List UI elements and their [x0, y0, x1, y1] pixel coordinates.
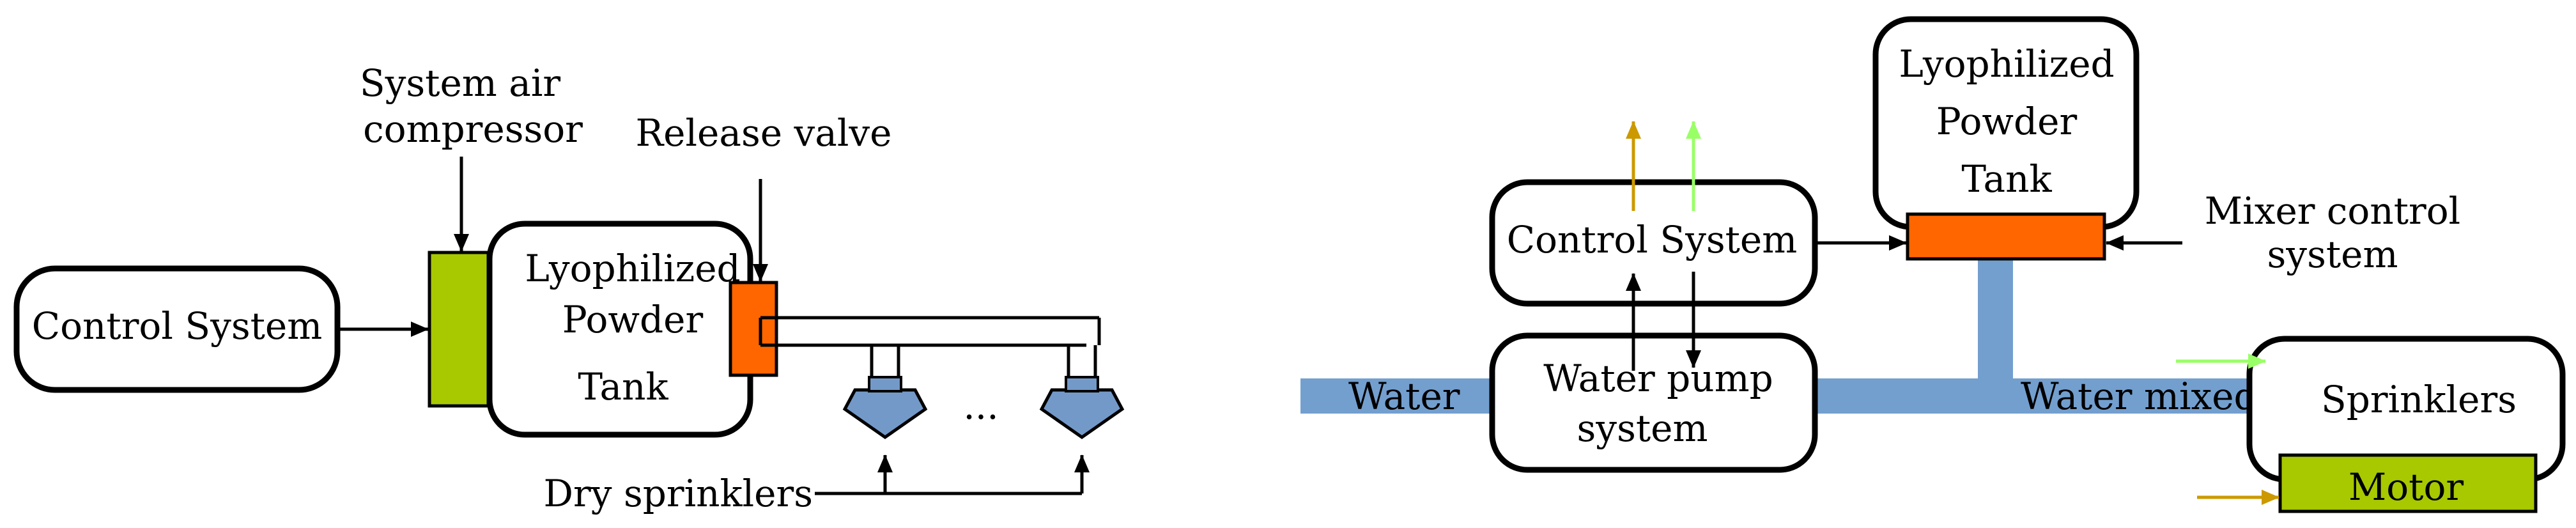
release-valve-label: Release valve — [636, 111, 892, 155]
left-control-system-label: Control System — [32, 304, 322, 348]
right-control-system-label: Control System — [1507, 218, 1797, 261]
right-tank-label-line2: Powder — [1936, 100, 2078, 143]
left-tank-label-line2: Powder — [562, 298, 704, 341]
mixer-control-label-line2: system — [2267, 233, 2398, 276]
water-pump-label-line1: Water pump — [1543, 357, 1773, 400]
compressor-label-line2: compressor — [363, 107, 583, 151]
water-label: Water — [1348, 375, 1460, 418]
compressor-label-line1: System air — [360, 61, 560, 105]
mixer-control-label-line1: Mixer control — [2205, 189, 2460, 233]
right-tank-label-line3: Tank — [1961, 157, 2052, 201]
water-mixed-label: Water mixed — [2021, 375, 2258, 418]
air-compressor-block — [428, 251, 490, 408]
left-tank-label-line1: Lyophilized — [525, 247, 740, 290]
dry-sprinkler-1 — [842, 376, 928, 440]
dry-pipe — [759, 316, 1101, 378]
right-diagram: Water Water mixed Control System Water p… — [1300, 16, 2566, 513]
motor-label: Motor — [2348, 465, 2464, 509]
motor-block — [2278, 453, 2538, 513]
water-pump-system-box — [1489, 332, 1818, 473]
left-diagram: Control System System air compressor Lyo… — [13, 61, 1125, 515]
sprinkler-ellipsis: ... — [963, 384, 998, 428]
right-tank-label-line1: Lyophilized — [1899, 42, 2114, 86]
sprinklers-label: Sprinklers — [2321, 378, 2517, 421]
mixed-pipe-vertical — [1978, 256, 2013, 396]
dry-sprinklers-label: Dry sprinklers — [544, 472, 813, 515]
release-valve-block — [729, 281, 778, 377]
dry-sprinkler-2 — [1039, 376, 1125, 440]
left-tank-label-line3: Tank — [578, 365, 668, 408]
water-pump-label-line2: system — [1577, 407, 1708, 450]
mixer-block — [1906, 212, 2106, 261]
